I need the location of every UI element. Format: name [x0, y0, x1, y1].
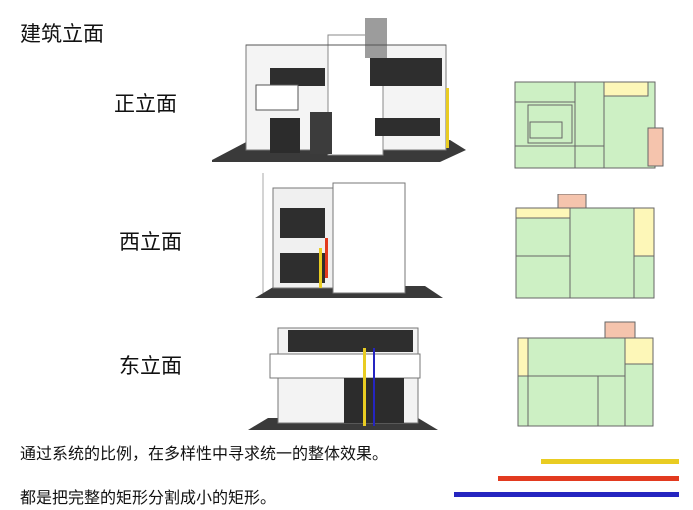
front-proportion-diagram — [514, 81, 664, 169]
label-east-elevation: 东立面 — [119, 354, 182, 378]
yellow-line — [541, 459, 679, 464]
caption-line-2: 都是把完整的矩形分割成小的矩形。 — [20, 488, 277, 507]
west-elevation-render — [255, 173, 443, 298]
red-line — [498, 476, 679, 481]
slide-title: 建筑立面 — [20, 22, 104, 46]
caption-line-1: 通过系统的比例，在多样性中寻求统一的整体效果。 — [20, 444, 389, 463]
label-west-elevation: 西立面 — [119, 230, 182, 254]
east-elevation-render — [248, 327, 438, 430]
front-elevation-render — [212, 18, 466, 162]
west-proportion-diagram — [515, 194, 655, 299]
label-front-elevation: 正立面 — [114, 92, 177, 116]
east-proportion-diagram — [517, 321, 654, 427]
blue-line — [454, 492, 679, 497]
